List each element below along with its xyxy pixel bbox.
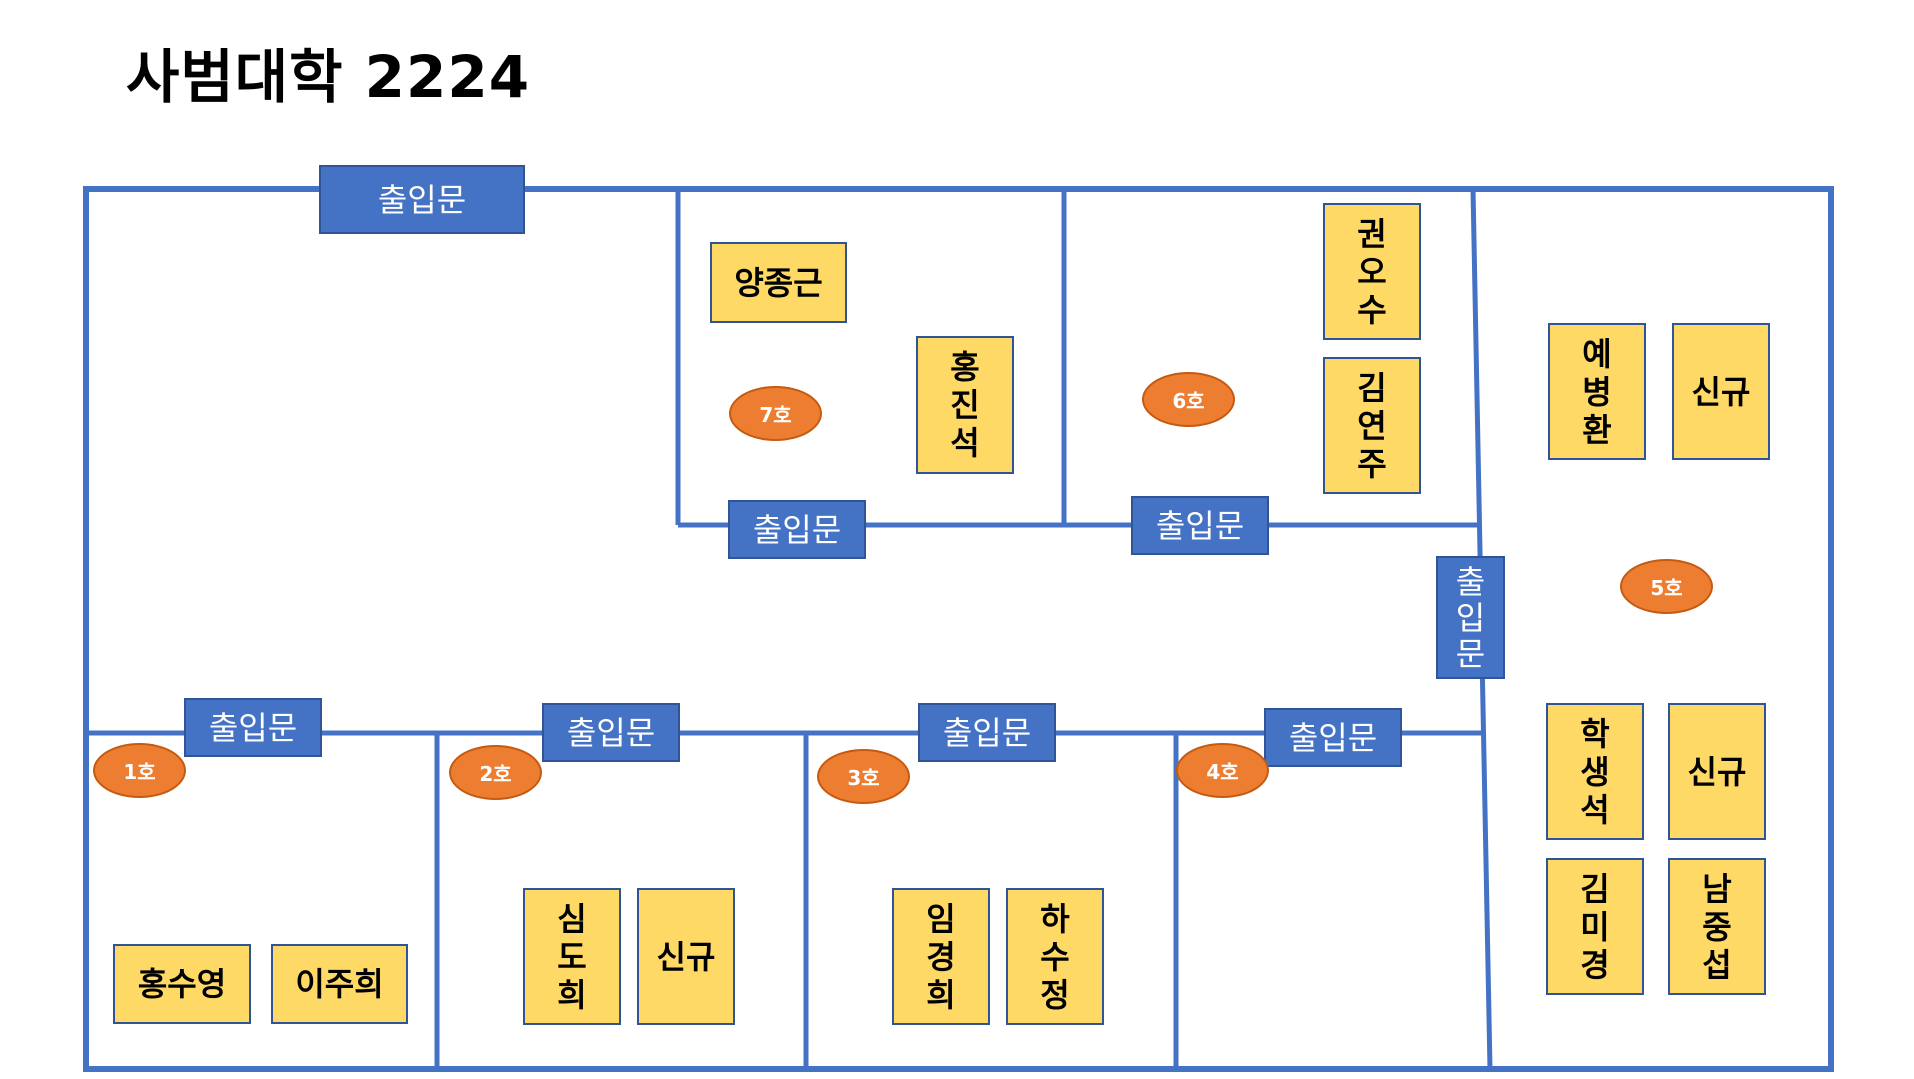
room-marker-2: 2호: [449, 745, 542, 800]
door-room1: 출입문: [184, 698, 322, 757]
desk-hong-suyeong: 홍수영: [113, 944, 251, 1024]
room-marker-1: 1호: [93, 743, 186, 798]
desk-yang-jonggeun: 양종근: [710, 242, 847, 323]
desk-new-5a: 신규: [1672, 323, 1770, 460]
door-room3: 출입문: [918, 703, 1056, 762]
desk-new-5b: 신규: [1668, 703, 1766, 840]
door-room7: 출입문: [728, 500, 866, 559]
room-marker-7: 7호: [729, 386, 822, 441]
desk-student-seat: 학생석: [1546, 703, 1644, 840]
desk-kwon-osu: 권오수: [1323, 203, 1421, 340]
desk-lim-gyeonghui: 임경희: [892, 888, 990, 1025]
door-room4: 출입문: [1264, 708, 1402, 767]
door-room6: 출입문: [1131, 496, 1269, 555]
desk-hong-jinseok: 홍진석: [916, 336, 1014, 474]
door-room2: 출입문: [542, 703, 680, 762]
desk-new-2: 신규: [637, 888, 735, 1025]
desk-sim-dohui: 심도희: [523, 888, 621, 1025]
desk-lee-juhui: 이주희: [271, 944, 408, 1024]
door-top: 출입문: [319, 165, 525, 234]
room-marker-3: 3호: [817, 749, 910, 804]
room-marker-4: 4호: [1176, 743, 1269, 798]
desk-ha-sujeong: 하수정: [1006, 888, 1104, 1025]
room-marker-5: 5호: [1620, 559, 1713, 614]
door-room5-side: 출입문: [1436, 556, 1505, 679]
outer-wall: [83, 186, 1834, 1072]
page-title: 사범대학 2224: [126, 43, 531, 111]
desk-kim-mikyeong: 김미경: [1546, 858, 1644, 995]
room-marker-6: 6호: [1142, 372, 1235, 427]
desk-nam-jungseop: 남중섭: [1668, 858, 1766, 995]
desk-kim-yeonju: 김연주: [1323, 357, 1421, 494]
desk-ye-byeonghwan: 예병환: [1548, 323, 1646, 460]
